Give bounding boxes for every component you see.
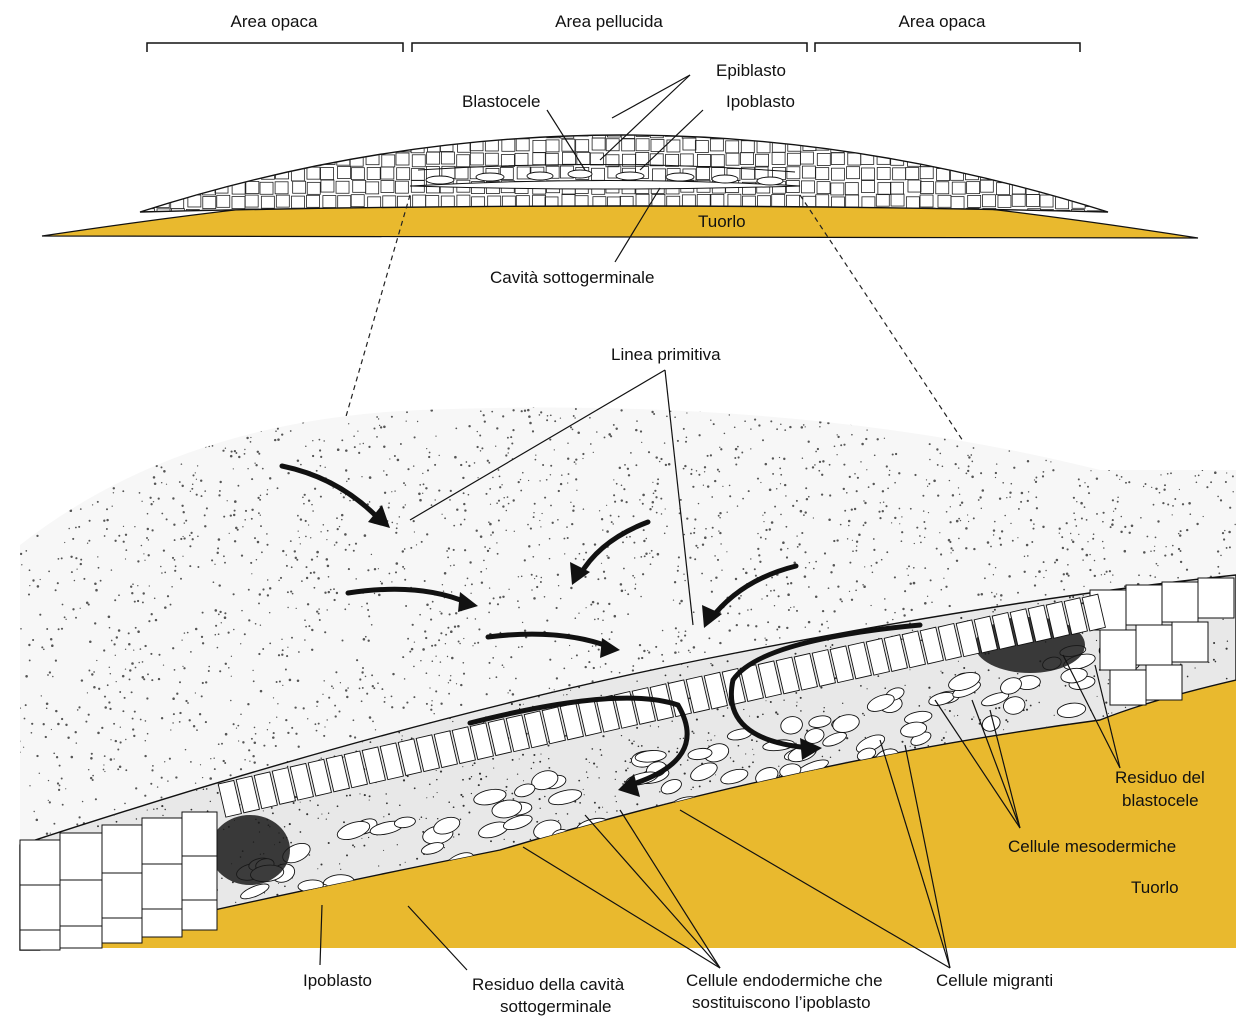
bracket-area-opaca-right <box>815 43 1080 52</box>
label-blastocele-top: Blastocele <box>462 92 540 111</box>
bracket-area-pellucida <box>412 43 807 52</box>
label-ipoblasto-top: Ipoblasto <box>726 92 795 111</box>
blastocoel-remnant-left <box>210 815 290 885</box>
label-linea-primitiva: Linea primitiva <box>611 345 721 364</box>
label-cellule-endodermiche-1: Cellule endodermiche che <box>686 971 883 990</box>
label-residuo-blastocele-1: Residuo del <box>1115 768 1205 787</box>
bottom-3d-section: Linea primitiva Residuo del blastocele C… <box>0 345 1236 1016</box>
label-area-opaca-left: Area opaca <box>231 12 318 31</box>
blastoderm-cap <box>140 110 1116 223</box>
label-epiblasto-top: Epiblasto <box>716 61 786 80</box>
label-residuo-blastocele-2: blastocele <box>1122 791 1199 810</box>
label-tuorlo-top: Tuorlo <box>698 212 746 231</box>
label-cellule-migranti: Cellule migranti <box>936 971 1053 990</box>
label-cavita-sottogerminale: Cavità sottogerminale <box>490 268 654 287</box>
label-residuo-cavita-2: sottogerminale <box>500 997 612 1016</box>
label-area-opaca-right: Area opaca <box>899 12 986 31</box>
label-cellule-endodermiche-2: sostituiscono l’ipoblasto <box>692 993 871 1012</box>
label-area-pellucida: Area pellucida <box>555 12 663 31</box>
label-residuo-cavita-1: Residuo della cavità <box>472 975 625 994</box>
label-cellule-mesodermiche: Cellule mesodermiche <box>1008 837 1176 856</box>
bracket-area-opaca-left <box>147 43 403 52</box>
label-tuorlo-bottom: Tuorlo <box>1131 878 1179 897</box>
label-ipoblasto-bottom: Ipoblasto <box>303 971 372 990</box>
